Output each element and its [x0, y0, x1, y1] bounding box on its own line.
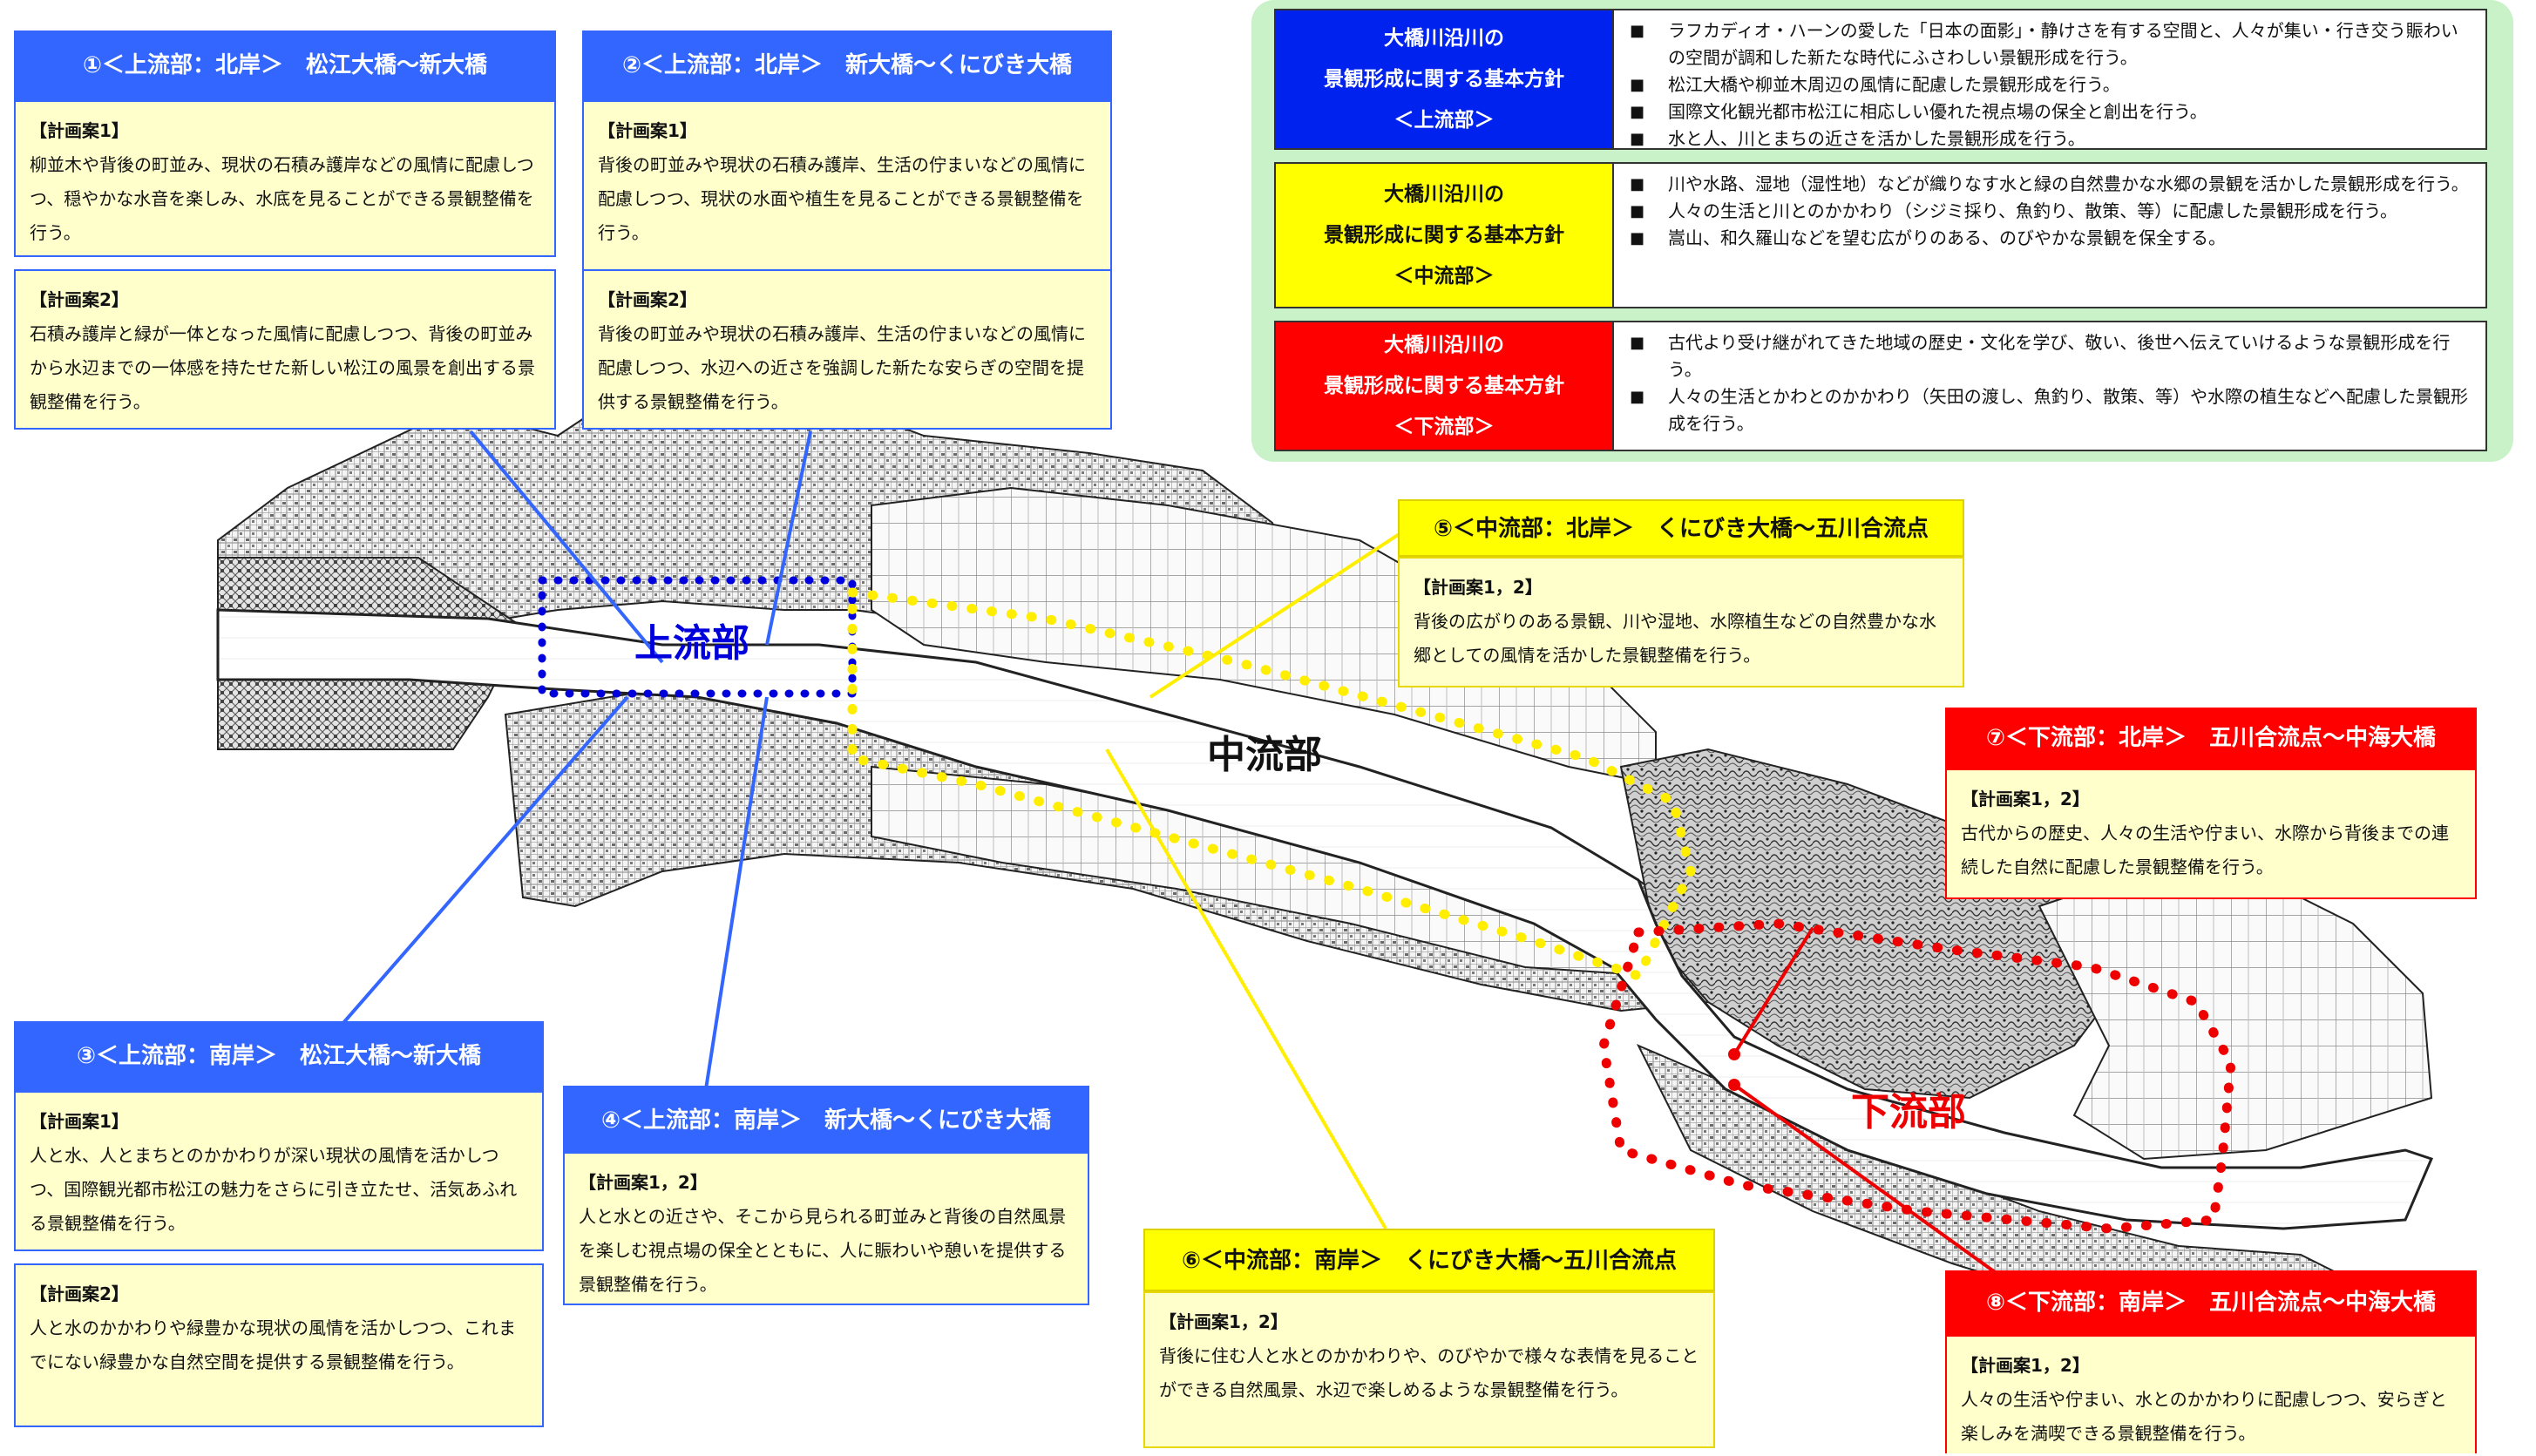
policy-item: 水と人、川とまちの近さを活かした景観形成を行う。 [1630, 125, 2472, 152]
plan-text: 人と水のかかわりや緑豊かな現状の風情を活かしつつ、これまでにない緑豊かな自然空間… [30, 1317, 516, 1372]
policy-label-line: 景観形成に関する基本方針 [1324, 223, 1564, 247]
card-title: ⑤＜中流部：北岸＞ くにびき大橋～五川合流点 [1398, 499, 1964, 557]
plan-text: 背後の町並みや現状の石積み護岸、生活の佇まいなどの風情に配慮しつつ、水辺への近さ… [598, 323, 1086, 412]
policy-text-upper: ラフカディオ・ハーンの愛した「日本の面影」・静けさを有する空間と、人々が集い・行… [1614, 10, 2485, 152]
leader-line-c1 [469, 430, 664, 664]
plan-box: 【計画案1，2】 背後の広がりのある景観、川や湿地、水際植生などの自然豊かな水郷… [1398, 557, 1964, 687]
policy-item: 嵩山、和久羅山などを望む広がりのある、のびやかな景観を保全する。 [1630, 225, 2472, 252]
card-title: ⑧＜下流部：南岸＞ 五川合流点～中海大橋 [1945, 1270, 2477, 1335]
plan-label: 【計画案1，2】 [1414, 577, 1543, 598]
policy-item: 人々の生活と川とのかかわり（シジミ採り、魚釣り、散策、等）に配慮した景観形成を行… [1630, 198, 2472, 225]
policy-label-line: 景観形成に関する基本方針 [1324, 67, 1564, 91]
policy-label-line: ＜下流部＞ [1393, 415, 1495, 438]
card-upper-south-3: ③＜上流部：南岸＞ 松江大橋～新大橋 【計画案1】 人と水、人とまちとのかかわり… [14, 1021, 544, 1431]
policy-label-lower: 大橋川沿川の 景観形成に関する基本方針 ＜下流部＞ [1276, 322, 1614, 450]
plan-text: 柳並木や背後の町並み、現状の石積み護岸などの風情に配慮しつつ、穏やかな水音を楽し… [30, 154, 534, 243]
zone-label-middle: 中流部 [1207, 733, 1322, 777]
policy-row-upper: 大橋川沿川の 景観形成に関する基本方針 ＜上流部＞ ラフカディオ・ハーンの愛した… [1274, 9, 2487, 152]
plan-text: 人と水、人とまちとのかかわりが深い現状の風情を活かしつつ、国際観光都市松江の魅力… [30, 1145, 518, 1234]
plan-box: 【計画案2】 人と水のかかわりや緑豊かな現状の風情を活かしつつ、これまでにない緑… [14, 1263, 544, 1427]
plan-box: 【計画案2】 石積み護岸と緑が一体となった風情に配慮しつつ、背後の町並みから水辺… [14, 269, 556, 430]
policy-label-middle: 大橋川沿川の 景観形成に関する基本方針 ＜中流部＞ [1276, 164, 1614, 307]
policy-item: 川や水路、湿地（湿性地）などが織りなす水と緑の自然豊かな水郷の景観を活かした景観… [1630, 171, 2472, 198]
plan-label: 【計画案1】 [30, 1111, 129, 1132]
card-upper-south-4: ④＜上流部：南岸＞ 新大橋～くにびき大橋 【計画案1，2】 人と水との近さや、そ… [563, 1086, 1089, 1305]
policy-row-middle: 大橋川沿川の 景観形成に関する基本方針 ＜中流部＞ 川や水路、湿地（湿性地）など… [1274, 162, 2487, 308]
policy-row-lower: 大橋川沿川の 景観形成に関する基本方針 ＜下流部＞ 古代より受け継がれてきた地域… [1274, 321, 2487, 451]
plan-text: 背後に住む人と水とのかかわりや、のびやかで様々な表情を見ることができる自然風景、… [1159, 1345, 1699, 1400]
leader-line-c5 [1149, 530, 1405, 699]
leader-line-c8 [1732, 1083, 2015, 1287]
plan-box: 【計画案1】 柳並木や背後の町並み、現状の石積み護岸などの風情に配慮しつつ、穏や… [14, 100, 556, 257]
upper-zone-outline [538, 576, 857, 698]
plan-text: 人々の生活や佇まい、水とのかかわりに配慮しつつ、安らぎと楽しみを満喫できる景観整… [1961, 1389, 2447, 1444]
policy-label-line: ＜上流部＞ [1393, 108, 1495, 132]
policy-label-line: 大橋川沿川の [1384, 182, 1504, 206]
plan-text: 人と水との近さや、そこから見られる町並みと背後の自然風景を楽しむ視点場の保全とと… [579, 1206, 1067, 1295]
plan-text: 古代からの歴史、人々の生活や佇まい、水際から背後までの連続した自然に配慮した景観… [1961, 823, 2449, 877]
plan-label: 【計画案1，2】 [1961, 789, 2090, 809]
zone-label-upper: 上流部 [634, 621, 749, 666]
ohashi-river [216, 608, 2434, 1230]
plan-label: 【計画案1，2】 [1159, 1311, 1288, 1332]
policy-label-line: 大橋川沿川の [1384, 333, 1504, 356]
plan-label: 【計画案2】 [30, 1283, 129, 1304]
policy-text-lower: 古代より受け継がれてきた地域の歴史・文化を学び、敬い、後世へ伝えていけるような景… [1614, 322, 2485, 450]
leader-line-c7 [1732, 926, 1814, 1056]
plan-label: 【計画案1，2】 [1961, 1355, 2090, 1376]
policy-item: 人々の生活とかわとのかかわり（矢田の渡し、魚釣り、散策、等）や水際の植生などへ配… [1630, 383, 2472, 437]
plan-box: 【計画案2】 背後の町並みや現状の石積み護岸、生活の佇まいなどの風情に配慮しつつ… [582, 269, 1112, 430]
leader-line-c3 [329, 695, 629, 1039]
card-title: ②＜上流部：北岸＞ 新大橋～くにびき大橋 [582, 30, 1112, 100]
policy-label-line: 景観形成に関する基本方針 [1324, 374, 1564, 397]
policy-item: 松江大橋や柳並木周辺の風情に配慮した景観形成を行う。 [1630, 71, 2472, 98]
card-lower-north-7: ⑦＜下流部：北岸＞ 五川合流点～中海大橋 【計画案1，2】 古代からの歴史、人々… [1945, 708, 2477, 899]
card-title: ⑦＜下流部：北岸＞ 五川合流点～中海大橋 [1945, 708, 2477, 769]
policy-panel: 大橋川沿川の 景観形成に関する基本方針 ＜上流部＞ ラフカディオ・ハーンの愛した… [1251, 0, 2513, 462]
policy-label-upper: 大橋川沿川の 景観形成に関する基本方針 ＜上流部＞ [1276, 10, 1614, 148]
policy-item: ラフカディオ・ハーンの愛した「日本の面影」・静けさを有する空間と、人々が集い・行… [1630, 17, 2472, 71]
card-title: ⑥＜中流部：南岸＞ くにびき大橋～五川合流点 [1143, 1229, 1715, 1291]
card-upper-north-2: ②＜上流部：北岸＞ 新大橋～くにびき大橋 【計画案1】 背後の町並みや現状の石積… [582, 30, 1112, 431]
plan-text: 背後の町並みや現状の石積み護岸、生活の佇まいなどの風情に配慮しつつ、現状の水面や… [598, 154, 1086, 243]
plan-label: 【計画案2】 [30, 289, 129, 310]
plan-label: 【計画案1】 [30, 120, 129, 141]
card-lower-south-8: ⑧＜下流部：南岸＞ 五川合流点～中海大橋 【計画案1，2】 人々の生活や佇まい、… [1945, 1270, 2477, 1453]
leader-line-c6 [1105, 748, 1387, 1230]
policy-item: 古代より受け継がれてきた地域の歴史・文化を学び、敬い、後世へ伝えていけるような景… [1630, 329, 2472, 383]
leader-line-c4 [704, 696, 769, 1090]
card-middle-north-5: ⑤＜中流部：北岸＞ くにびき大橋～五川合流点 【計画案1，2】 背後の広がりのあ… [1398, 499, 1964, 687]
policy-item: 国際文化観光都市松江に相応しい優れた視点場の保全と創出を行う。 [1630, 98, 2472, 125]
card-middle-south-6: ⑥＜中流部：南岸＞ くにびき大橋～五川合流点 【計画案1，2】 背後に住む人と水… [1143, 1229, 1715, 1448]
plan-box: 【計画案1】 人と水、人とまちとのかかわりが深い現状の風情を活かしつつ、国際観光… [14, 1091, 544, 1251]
plan-label: 【計画案1】 [598, 120, 697, 141]
card-upper-north-1: ①＜上流部：北岸＞ 松江大橋～新大橋 【計画案1】 柳並木や背後の町並み、現状の… [14, 30, 556, 431]
card-title: ④＜上流部：南岸＞ 新大橋～くにびき大橋 [563, 1086, 1089, 1155]
plan-box: 【計画案1，2】 古代からの歴史、人々の生活や佇まい、水際から背後までの連続した… [1945, 769, 2477, 899]
zone-label-lower: 下流部 [1851, 1090, 1966, 1134]
middle-zone-outline [847, 586, 1696, 982]
plan-label: 【計画案1，2】 [579, 1172, 708, 1193]
plan-text: 背後の広がりのある景観、川や湿地、水際植生などの自然豊かな水郷としての風情を活か… [1414, 611, 1936, 666]
plan-box: 【計画案1】 背後の町並みや現状の石積み護岸、生活の佇まいなどの風情に配慮しつつ… [582, 100, 1112, 288]
lower-zone-outline [1598, 918, 2236, 1234]
plan-box: 【計画案1，2】 背後に住む人と水とのかかわりや、のびやかで様々な表情を見ること… [1143, 1291, 1715, 1448]
lower-north-area [2038, 870, 2433, 1161]
card-title: ③＜上流部：南岸＞ 松江大橋～新大橋 [14, 1021, 544, 1091]
plan-box: 【計画案1，2】 人々の生活や佇まい、水とのかかわりに配慮しつつ、安らぎと楽しみ… [1945, 1335, 2477, 1453]
plan-label: 【計画案2】 [598, 289, 697, 310]
leader-line-c2 [765, 430, 812, 646]
plan-box: 【計画案1，2】 人と水との近さや、そこから見られる町並みと背後の自然風景を楽し… [563, 1152, 1089, 1305]
policy-label-line: ＜中流部＞ [1393, 264, 1495, 288]
policy-label-line: 大橋川沿川の [1384, 26, 1504, 50]
plan-text: 石積み護岸と緑が一体となった風情に配慮しつつ、背後の町並みから水辺までの一体感を… [30, 323, 535, 412]
hill-area [1619, 748, 2128, 1100]
card-title: ①＜上流部：北岸＞ 松江大橋～新大橋 [14, 30, 556, 100]
policy-text-middle: 川や水路、湿地（湿性地）などが織りなす水と緑の自然豊かな水郷の景観を活かした景観… [1614, 164, 2485, 307]
